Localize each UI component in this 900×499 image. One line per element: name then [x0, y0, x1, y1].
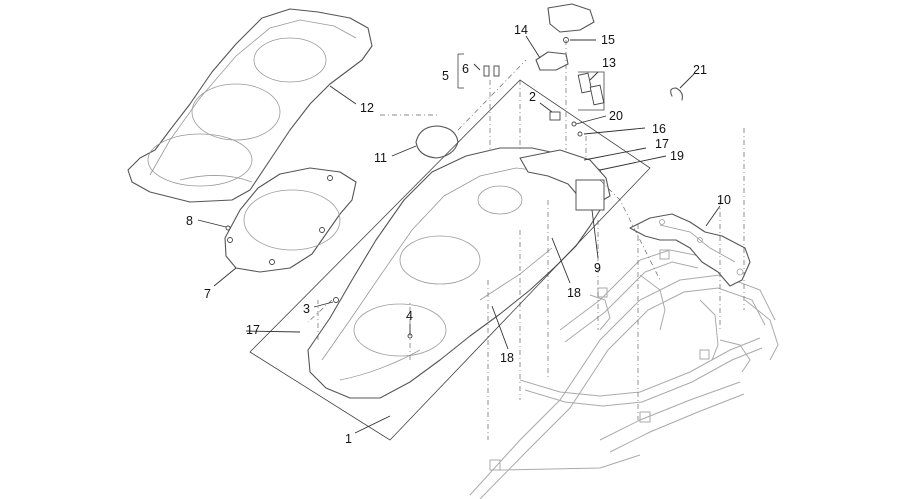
- callout-18b: 18: [500, 351, 514, 365]
- callout-18a: 18: [567, 286, 581, 300]
- small-parts: [225, 3, 683, 339]
- part-13-pad-b: [589, 84, 605, 106]
- part-21-clip: [670, 87, 683, 101]
- part-12-seat-liner: [127, 8, 373, 203]
- callout-5: 5: [442, 69, 449, 83]
- assembly-guides: [307, 40, 745, 440]
- callout-4: 4: [406, 309, 413, 323]
- callout-10: 10: [717, 193, 731, 207]
- callout-labels: 1 2 3 4 5 6 7 8 9 10 11 12 13 14 15 16 1…: [186, 23, 731, 446]
- bracket-13: [578, 71, 605, 111]
- callout-17b: 17: [246, 323, 260, 337]
- part-6-pin-b: [493, 65, 500, 77]
- part-8-screw: [225, 225, 231, 231]
- callout-8: 8: [186, 214, 193, 228]
- part-3-screw: [333, 297, 339, 303]
- callout-20: 20: [609, 109, 623, 123]
- part-top-bracket: [547, 3, 595, 33]
- callout-17a: 17: [655, 137, 669, 151]
- callout-16: 16: [652, 122, 666, 136]
- part-1-helmet-compartment: [307, 147, 611, 399]
- callout-21: 21: [693, 63, 707, 77]
- leader-lines: [197, 35, 721, 434]
- callout-14: 14: [514, 23, 528, 37]
- callout-7: 7: [204, 287, 211, 301]
- callout-19: 19: [670, 149, 684, 163]
- callout-1: 1: [345, 432, 352, 446]
- part-2-clip: [549, 111, 561, 121]
- callout-9: 9: [594, 261, 601, 275]
- callout-3: 3: [303, 302, 310, 316]
- part-11-sticker: [415, 125, 459, 159]
- callout-12: 12: [360, 101, 374, 115]
- part-10-bracket: [629, 213, 751, 287]
- part-14-clip: [535, 51, 569, 71]
- callout-11: 11: [374, 151, 387, 165]
- part-20-screw: [571, 121, 577, 127]
- callout-15: 15: [601, 33, 615, 47]
- vehicle-frame: [469, 249, 779, 499]
- callout-6: 6: [462, 62, 469, 76]
- part-16-screw: [577, 131, 583, 137]
- group-box-1: [249, 79, 651, 441]
- part-6-pin-a: [483, 65, 490, 77]
- callout-13: 13: [602, 56, 616, 70]
- group-outlines: [249, 53, 651, 441]
- callout-2: 2: [529, 90, 536, 104]
- part-7-cover-panel: [224, 167, 357, 273]
- part-13-pad-a: [577, 72, 593, 94]
